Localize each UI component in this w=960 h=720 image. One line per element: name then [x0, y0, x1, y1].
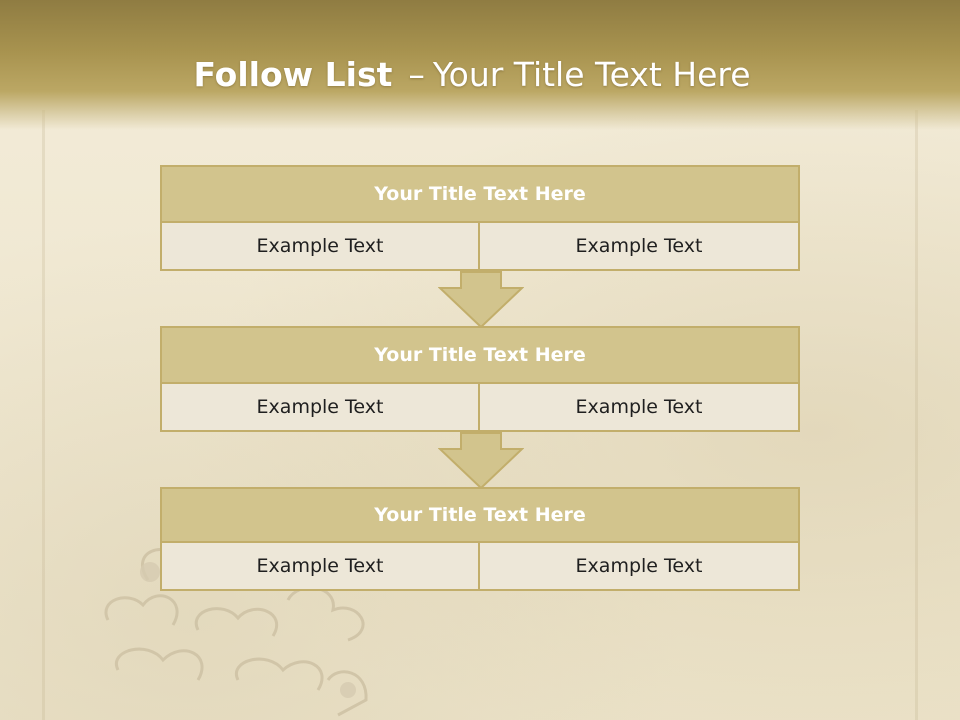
block-cell-left: Example Text [160, 221, 480, 271]
flow-block-1: Your Title Text Here Example Text Exampl… [160, 165, 800, 271]
slide-title-separator: – [408, 55, 425, 94]
down-arrow-icon [438, 271, 524, 329]
block-title: Your Title Text Here [160, 165, 800, 223]
block-title: Your Title Text Here [160, 326, 800, 384]
block-cell-left: Example Text [160, 541, 480, 591]
down-arrow-icon [438, 432, 524, 490]
block-cell-right: Example Text [480, 221, 800, 271]
background-line-right [915, 110, 918, 720]
flow-block-3: Your Title Text Here Example Text Exampl… [160, 487, 800, 591]
block-cell-left: Example Text [160, 382, 480, 432]
header-band [0, 0, 960, 130]
flow-block-2: Your Title Text Here Example Text Exampl… [160, 326, 800, 432]
background-line-left [42, 110, 45, 720]
decorative-ornament [104, 548, 368, 717]
block-cell-right: Example Text [480, 541, 800, 591]
slide-title-bold: Follow List [193, 55, 393, 94]
slide-title-rest: Your Title Text Here [432, 55, 751, 94]
block-title: Your Title Text Here [160, 487, 800, 543]
block-cell-right: Example Text [480, 382, 800, 432]
slide-title: Follow List–Your Title Text Here [0, 52, 944, 98]
